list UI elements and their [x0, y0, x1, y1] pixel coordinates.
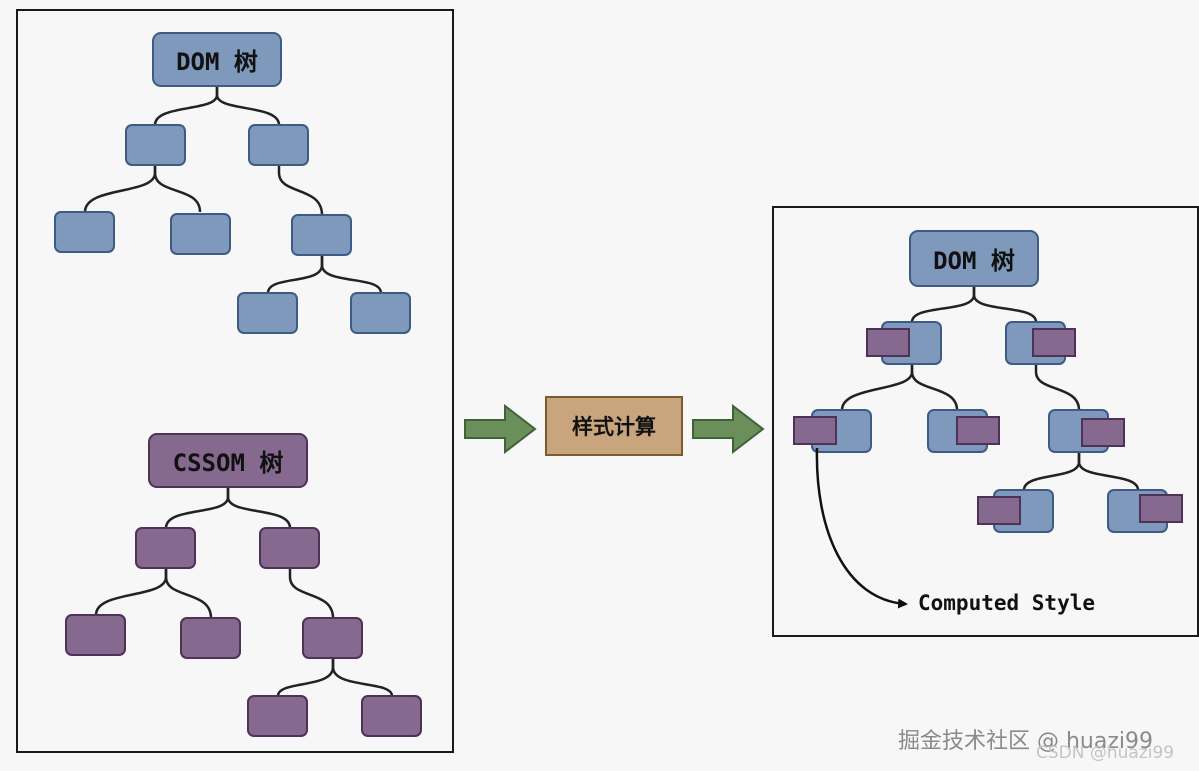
dom-node [350, 292, 411, 334]
dom-node [237, 292, 298, 334]
dom-tree-connectors [83, 87, 383, 294]
computed-dom-tree-connectors [840, 287, 1140, 491]
watermark-juejin: 掘金技术社区 @ huazi99 [898, 729, 1154, 754]
computed-style-overlays [793, 328, 1183, 525]
computed-style-label: Computed Style [918, 591, 1096, 615]
cssom-node [302, 617, 363, 659]
style-overlay [956, 416, 1000, 445]
dom-node [291, 214, 352, 256]
dom-node [248, 124, 309, 166]
computed-style-arrow [815, 447, 908, 609]
computed-dom-tree-label: DOM 树 [909, 230, 1039, 287]
flow-arrow-out [692, 403, 765, 455]
cssom-node [247, 695, 308, 737]
style-overlay [1032, 328, 1076, 357]
cssom-tree-connectors [94, 488, 394, 697]
dom-node [125, 124, 186, 166]
cssom-tree-nodes [65, 527, 422, 737]
cssom-node [180, 617, 241, 659]
style-overlay [1139, 494, 1183, 523]
style-overlay [793, 416, 837, 445]
cssom-node [135, 527, 196, 569]
watermark-csdn: CSDN @huazi99 [1036, 743, 1175, 763]
cssom-node [65, 614, 126, 656]
style-overlay [977, 496, 1021, 525]
style-overlay [1081, 418, 1125, 447]
dom-node [54, 211, 115, 253]
cssom-tree-label: CSSOM 树 [148, 433, 308, 488]
cssom-node [259, 527, 320, 569]
dom-tree-nodes [54, 124, 411, 334]
style-overlay [866, 328, 910, 357]
dom-node [170, 213, 231, 255]
style-calculation-label: 样式计算 [545, 396, 683, 456]
dom-tree-label: DOM 树 [152, 32, 282, 87]
flow-arrow-in [464, 403, 537, 455]
cssom-node [361, 695, 422, 737]
